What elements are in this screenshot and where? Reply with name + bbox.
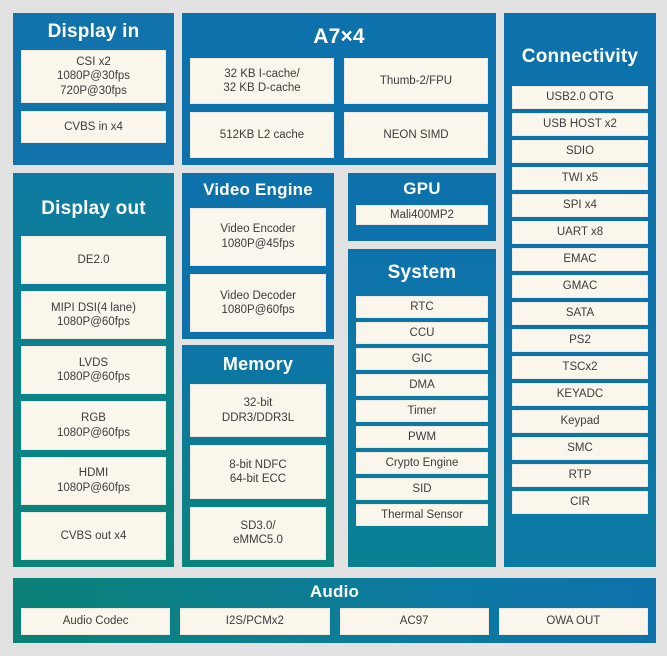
block-keyadc: KEYADC	[512, 382, 648, 406]
block-video-encoder: Video Encoder 1080P@45fps	[190, 207, 326, 266]
block-emac: EMAC	[512, 247, 648, 271]
block-crypto-engine: Crypto Engine	[356, 451, 488, 474]
block-list-video-engine: Video Encoder 1080P@45fps Video Decoder …	[190, 207, 326, 332]
block-owa-out: OWA OUT	[498, 607, 648, 635]
block-i2s-pcm: I2S/PCMx2	[180, 607, 330, 635]
block-gic: GIC	[356, 347, 488, 370]
panel-title-gpu: GPU	[403, 179, 441, 198]
block-gmac: GMAC	[512, 274, 648, 298]
block-list-display-out: DE2.0 MIPI DSI(4 lane) 1080P@60fps LVDS …	[21, 235, 166, 561]
block-keypad: Keypad	[512, 409, 648, 433]
panel-video-engine: Video Engine Video Encoder 1080P@45fps V…	[182, 173, 334, 339]
block-thermal-sensor: Thermal Sensor	[356, 503, 488, 526]
panel-memory: Memory 32-bit DDR3/DDR3L 8-bit NDFC 64-b…	[182, 345, 334, 567]
block-usb-host: USB HOST x2	[512, 112, 648, 136]
panel-connectivity: Connectivity USB2.0 OTG USB HOST x2 SDIO…	[504, 13, 656, 567]
block-sd-emmc: SD3.0/ eMMC5.0	[190, 506, 326, 561]
panel-title-display-in: Display in	[47, 21, 140, 42]
block-twi: TWI x5	[512, 166, 648, 190]
block-ac97: AC97	[339, 607, 489, 635]
block-thumb2-fpu: Thumb-2/FPU	[344, 58, 488, 105]
block-dma: DMA	[356, 373, 488, 396]
panel-title-a7: A7×4	[313, 25, 365, 48]
block-ddr3: 32-bit DDR3/DDR3L	[190, 383, 326, 438]
block-rtc: RTC	[356, 295, 488, 318]
block-sdio: SDIO	[512, 139, 648, 163]
block-hdmi: HDMI 1080P@60fps	[21, 456, 166, 505]
block-lvds: LVDS 1080P@60fps	[21, 346, 166, 395]
panel-audio: Audio Audio Codec I2S/PCMx2 AC97 OWA OUT	[13, 578, 656, 643]
block-de20: DE2.0	[21, 235, 166, 285]
panel-system: System RTC CCU GIC DMA Timer PWM Crypto …	[348, 249, 496, 567]
block-list-connectivity: USB2.0 OTG USB HOST x2 SDIO TWI x5 SPI x…	[512, 85, 648, 560]
block-tsc: TSCx2	[512, 355, 648, 379]
panel-title-system: System	[387, 262, 457, 283]
block-cvbs-out: CVBS out x4	[21, 511, 166, 561]
block-mali400mp2: Mali400MP2	[356, 204, 488, 225]
block-uart: UART x8	[512, 220, 648, 244]
block-rgb: RGB 1080P@60fps	[21, 401, 166, 450]
block-list-gpu: Mali400MP2	[356, 204, 488, 234]
block-neon-simd: NEON SIMD	[344, 112, 488, 158]
block-ndfc-ecc: 8-bit NDFC 64-bit ECC	[190, 445, 326, 499]
block-timer: Timer	[356, 399, 488, 422]
block-rtp: RTP	[512, 463, 648, 487]
block-cir: CIR	[512, 490, 648, 514]
block-csi: CSI x2 1080P@30fps 720P@30fps	[21, 49, 166, 103]
panel-title-memory: Memory	[222, 354, 294, 374]
block-list-a7: 32 KB I-cache/ 32 KB D-cache Thumb-2/FPU…	[190, 58, 488, 158]
block-ps2: PS2	[512, 328, 648, 352]
block-sid: SID	[356, 477, 488, 500]
block-spi: SPI x4	[512, 193, 648, 217]
block-l2-cache: 512KB L2 cache	[190, 112, 334, 158]
panel-display-in: Display in CSI x2 1080P@30fps 720P@30fps…	[13, 13, 174, 165]
panel-title-display-out: Display out	[41, 198, 146, 219]
block-video-decoder: Video Decoder 1080P@60fps	[190, 273, 326, 332]
block-l1-cache: 32 KB I-cache/ 32 KB D-cache	[190, 58, 334, 105]
block-list-system: RTC CCU GIC DMA Timer PWM Crypto Engine …	[356, 295, 488, 560]
block-list-memory: 32-bit DDR3/DDR3L 8-bit NDFC 64-bit ECC …	[190, 383, 326, 561]
panel-a7-cpu: A7×4 32 KB I-cache/ 32 KB D-cache Thumb-…	[182, 13, 496, 165]
panel-title-video-engine: Video Engine	[203, 180, 313, 199]
block-list-display-in: CSI x2 1080P@30fps 720P@30fps CVBS in x4	[21, 49, 166, 158]
block-ccu: CCU	[356, 321, 488, 344]
block-sata: SATA	[512, 301, 648, 325]
block-pwm: PWM	[356, 425, 488, 448]
block-cvbs-in: CVBS in x4	[21, 110, 166, 143]
block-mipi-dsi: MIPI DSI(4 lane) 1080P@60fps	[21, 291, 166, 340]
block-audio-codec: Audio Codec	[21, 607, 171, 635]
panel-gpu: GPU Mali400MP2	[348, 173, 496, 241]
panel-title-audio: Audio	[309, 582, 360, 601]
panel-title-connectivity: Connectivity	[521, 46, 639, 67]
block-list-audio: Audio Codec I2S/PCMx2 AC97 OWA OUT	[21, 607, 648, 635]
panel-display-out: Display out DE2.0 MIPI DSI(4 lane) 1080P…	[13, 173, 174, 567]
block-smc: SMC	[512, 436, 648, 460]
block-usb-otg: USB2.0 OTG	[512, 85, 648, 109]
